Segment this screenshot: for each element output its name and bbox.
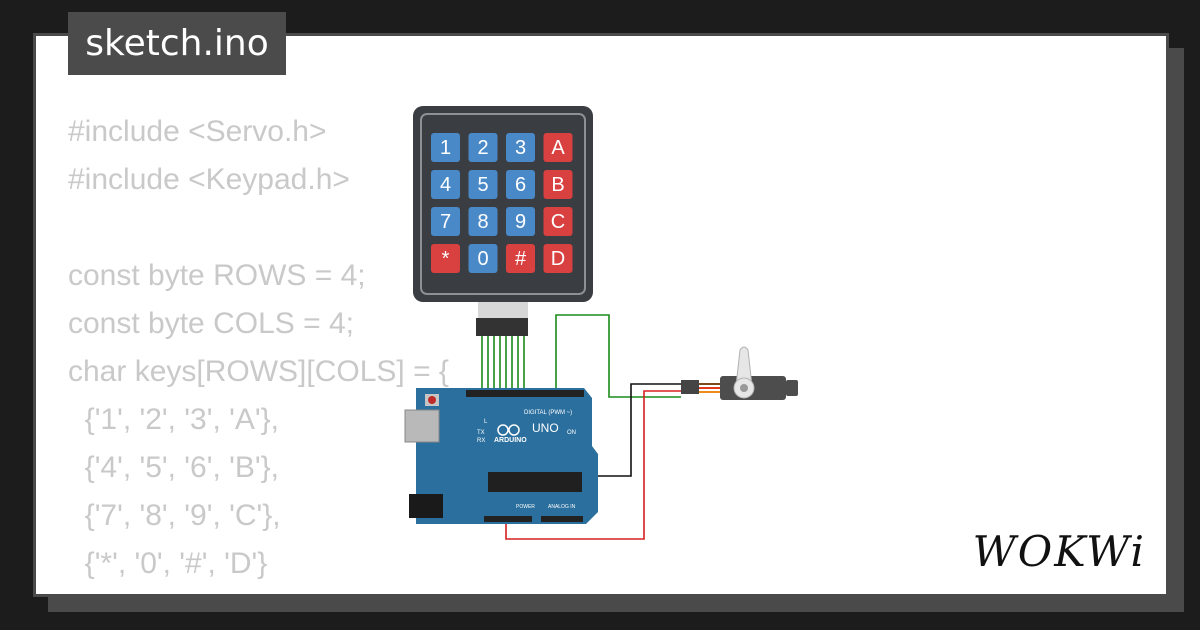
keypad-key-label: 2	[477, 137, 488, 159]
keypad-key[interactable]: 0	[468, 244, 498, 273]
keypad-ribbon	[478, 302, 528, 318]
code-line: const byte COLS = 4;	[68, 307, 354, 340]
analog-label: ANALOG IN	[548, 504, 576, 510]
code-line: const byte ROWS = 4;	[68, 259, 366, 292]
keypad-key[interactable]: A	[543, 133, 573, 162]
keypad-key[interactable]: 9	[506, 207, 535, 236]
microcontroller-chip	[488, 472, 582, 492]
keypad-key[interactable]: 3	[506, 133, 535, 162]
circuit-diagram: 1 2 3 A 4 5 6 B 7 8 9 C * 0 # D DIGITAL (PWM ~) L TX RX…	[404, 106, 798, 540]
keypad-key[interactable]: C	[543, 207, 573, 236]
keypad-key[interactable]: 1	[431, 133, 460, 162]
digital-label: DIGITAL (PWM ~)	[524, 410, 572, 416]
keypad-key-label: 8	[477, 211, 488, 233]
keypad: 1 2 3 A 4 5 6 B 7 8 9 C * 0 # D	[413, 106, 593, 336]
servo-signal-wire	[555, 314, 681, 398]
keypad-key[interactable]: *	[431, 244, 460, 273]
keypad-key-face	[543, 170, 573, 199]
keypad-key-face	[506, 207, 535, 236]
keypad-key-label: 1	[440, 137, 451, 159]
code-line: {'7', '8', '9', 'C'},	[68, 499, 281, 532]
keypad-key-face	[468, 170, 498, 199]
keypad-key-label: B	[551, 174, 564, 196]
digital-header	[466, 390, 584, 397]
power-header	[484, 516, 532, 522]
servo-tab-right	[786, 380, 798, 396]
keypad-key[interactable]: 4	[431, 170, 460, 199]
keypad-key-label: 3	[515, 137, 526, 159]
power-label: POWER	[516, 504, 535, 510]
code-preview: #include <Servo.h> #include <Keypad.h> con…	[68, 108, 449, 594]
keypad-key-label: 0	[477, 248, 488, 270]
keypad-key-label: *	[442, 248, 450, 270]
keypad-key-face	[506, 170, 535, 199]
wokwi-logo: WOKWi	[972, 527, 1146, 576]
usb-port	[404, 409, 440, 443]
keypad-key-label: A	[551, 137, 565, 159]
analog-header	[541, 516, 583, 522]
keypad-key-face	[468, 244, 498, 273]
keypad-key-face	[431, 170, 460, 199]
keypad-key[interactable]: B	[543, 170, 573, 199]
keypad-key-label: 4	[440, 174, 451, 196]
arduino-brand: ARDUINO	[494, 437, 527, 444]
led-l-label: L	[484, 419, 488, 425]
led-on-label: ON	[567, 430, 576, 436]
keypad-key-label: C	[551, 211, 565, 233]
code-line: #include <Servo.h>	[68, 115, 327, 148]
keypad-key-face	[543, 207, 573, 236]
keypad-key-face	[468, 207, 498, 236]
keypad-key-face	[431, 207, 460, 236]
code-line: #include <Keypad.h>	[68, 163, 350, 196]
keypad-key-face	[468, 133, 498, 162]
servo-motor	[681, 346, 798, 400]
arduino-logo-right	[508, 424, 520, 436]
keypad-key-label: D	[551, 248, 565, 270]
led-rx-label: RX	[477, 438, 485, 444]
keypad-key[interactable]: #	[506, 244, 535, 273]
keypad-key-label: 5	[477, 174, 488, 196]
reset-button-red	[428, 396, 436, 404]
code-line: {'*', '0', '#', 'D'}	[68, 547, 268, 580]
keypad-key[interactable]: 5	[468, 170, 498, 199]
keypad-key-face	[543, 244, 573, 273]
project-title[interactable]: sketch.ino	[68, 12, 286, 75]
code-line: {'4', '5', '6', 'B'},	[68, 451, 279, 484]
arduino-uno: DIGITAL (PWM ~) L TX RX ON ARDUINO UNO P…	[404, 388, 598, 524]
keypad-key[interactable]: 2	[468, 133, 498, 162]
arduino-logo-left	[497, 424, 509, 436]
keypad-key-label: 6	[515, 174, 526, 196]
keypad-key[interactable]: 7	[431, 207, 460, 236]
keypad-key[interactable]: 6	[506, 170, 535, 199]
servo-horn-screw	[740, 384, 748, 392]
code-line: char keys[ROWS][COLS] = {	[68, 355, 449, 388]
keypad-connector	[476, 318, 528, 336]
servo-connector	[681, 380, 699, 394]
code-line: {'1', '2', '3', 'A'},	[68, 403, 279, 436]
keypad-key[interactable]: 8	[468, 207, 498, 236]
keypad-key-label: 7	[440, 211, 451, 233]
keypad-key-label: #	[515, 248, 527, 270]
keypad-key-face	[431, 133, 460, 162]
project-card: #include <Servo.h> #include <Keypad.h> con…	[33, 33, 1169, 597]
keypad-key-face	[506, 133, 535, 162]
keypad-border	[420, 113, 586, 295]
keypad-key[interactable]: D	[543, 244, 573, 273]
keypad-key-label: 9	[515, 211, 526, 233]
arduino-model: UNO	[532, 421, 559, 435]
keypad-key-face	[431, 244, 460, 273]
keypad-key-face	[506, 244, 535, 273]
servo-power-wire	[505, 390, 681, 540]
power-jack	[409, 494, 443, 518]
led-tx-label: TX	[477, 430, 485, 436]
keypad-key-face	[543, 133, 573, 162]
servo-horn	[735, 346, 753, 387]
